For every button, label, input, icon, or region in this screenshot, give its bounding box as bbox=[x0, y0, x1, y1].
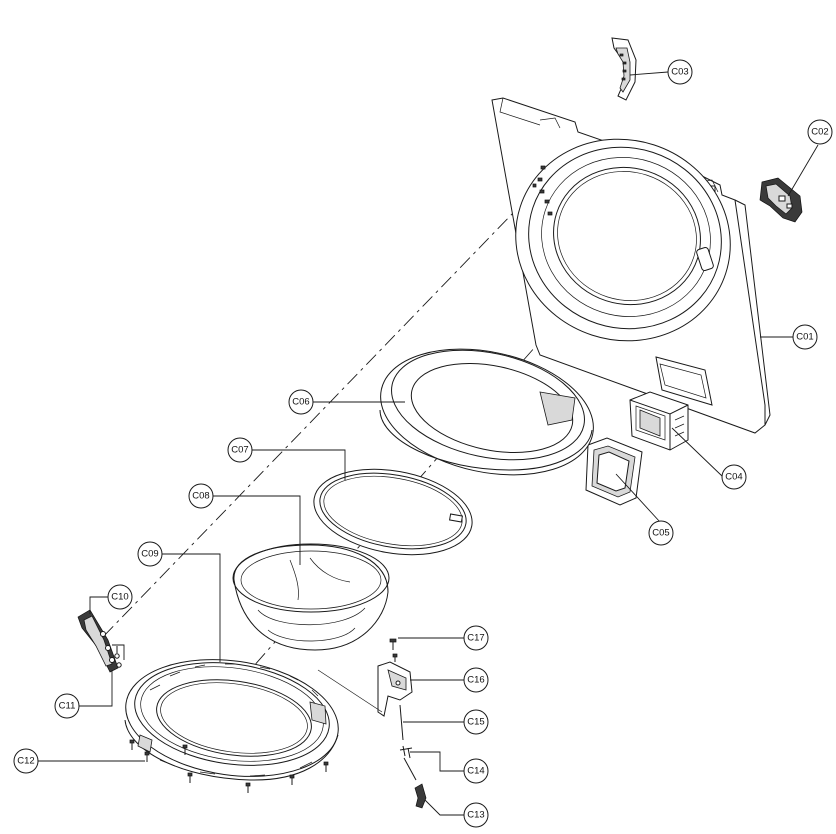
door-frame-part bbox=[124, 659, 339, 781]
callout-c17: C17 bbox=[463, 625, 489, 651]
cover-strip-part bbox=[611, 37, 637, 101]
assembly-axis-lines bbox=[99, 179, 641, 711]
hinge-part bbox=[77, 609, 119, 673]
svg-text:C12: C12 bbox=[17, 756, 34, 767]
svg-text:C05: C05 bbox=[652, 528, 669, 539]
svg-text:C10: C10 bbox=[111, 592, 128, 603]
callout-c13: C13 bbox=[463, 802, 489, 828]
callout-c06: C06 bbox=[288, 389, 314, 415]
callout-c10: C10 bbox=[107, 584, 133, 610]
door-trim-ring-part bbox=[379, 348, 594, 476]
callout-c12: C12 bbox=[13, 748, 39, 774]
callout-c01: C01 bbox=[792, 324, 818, 350]
callout-c08: C08 bbox=[188, 483, 214, 509]
callout-labels: C03 C02 C01 C04 C05 C06 C07 C08 C09 C10 … bbox=[13, 59, 833, 828]
gasket-ring-part bbox=[313, 468, 473, 556]
svg-text:C14: C14 bbox=[467, 766, 484, 777]
callout-c02: C02 bbox=[807, 119, 833, 145]
callout-c05: C05 bbox=[648, 520, 674, 546]
svg-text:C11: C11 bbox=[59, 701, 76, 712]
svg-text:C03: C03 bbox=[671, 67, 688, 78]
svg-text:C13: C13 bbox=[467, 810, 484, 821]
screw-parts bbox=[129, 739, 329, 793]
svg-text:C08: C08 bbox=[192, 491, 209, 502]
latch-component-part bbox=[759, 177, 803, 223]
callout-c11: C11 bbox=[54, 693, 80, 719]
callout-c09: C09 bbox=[137, 541, 163, 567]
callout-c16: C16 bbox=[463, 667, 489, 693]
callout-c03: C03 bbox=[667, 59, 693, 85]
control-marks bbox=[532, 165, 553, 216]
svg-text:C07: C07 bbox=[231, 445, 248, 456]
leader-lines bbox=[38, 71, 819, 816]
callout-c14: C14 bbox=[463, 758, 489, 784]
svg-text:C15: C15 bbox=[467, 717, 484, 728]
svg-text:C16: C16 bbox=[467, 675, 484, 686]
callout-c07: C07 bbox=[227, 437, 253, 463]
callout-c15: C15 bbox=[463, 709, 489, 735]
small-frame-part bbox=[585, 437, 643, 506]
hinge-pin-parts bbox=[114, 646, 122, 668]
callout-c04: C04 bbox=[721, 464, 747, 490]
svg-text:C17: C17 bbox=[467, 633, 484, 644]
svg-text:C02: C02 bbox=[811, 127, 828, 138]
drawer-housing-part bbox=[629, 391, 689, 451]
svg-text:C06: C06 bbox=[292, 397, 309, 408]
svg-text:C04: C04 bbox=[725, 472, 742, 483]
svg-text:C01: C01 bbox=[796, 332, 813, 343]
front-panel-part bbox=[491, 97, 771, 434]
svg-text:C09: C09 bbox=[141, 549, 158, 560]
latch-hook-assembly bbox=[317, 638, 427, 809]
glass-bowl-part bbox=[232, 543, 390, 651]
